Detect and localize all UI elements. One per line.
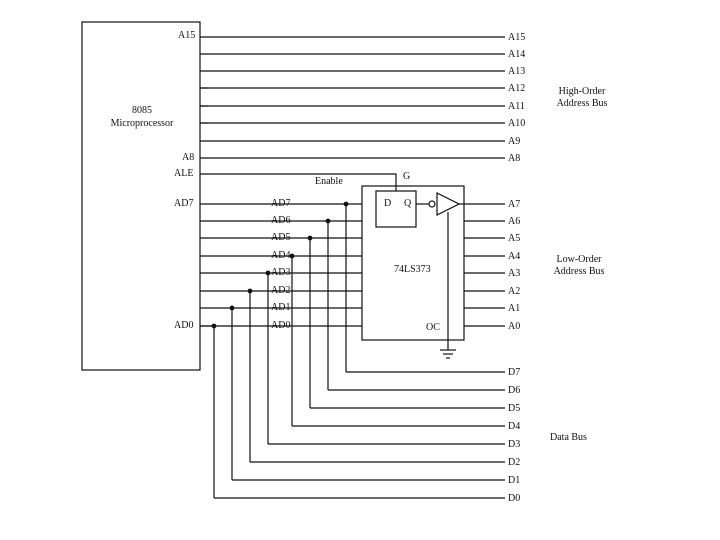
- low-address-label: A6: [508, 216, 521, 227]
- junction-dot: [343, 201, 349, 207]
- buffer-triangle: [436, 192, 461, 216]
- junction-dot: [229, 305, 235, 311]
- high-address-label: A14: [508, 49, 526, 60]
- high-address-label: A12: [508, 83, 526, 94]
- data-bus-label-item: D3: [508, 439, 521, 450]
- junction-dot: [325, 218, 331, 224]
- low-address-label: A7: [508, 199, 521, 210]
- low-address-label: A3: [508, 268, 521, 279]
- low-order-bus-label: Low-Order Address Bus: [544, 254, 614, 278]
- high-address-label: A8: [508, 153, 521, 164]
- cpu-title-line1: 8085: [132, 105, 152, 116]
- flipflop-box: [375, 190, 417, 228]
- ad-label: AD1: [271, 302, 291, 313]
- latch-block: [361, 185, 465, 341]
- high-address-label: A13: [508, 66, 526, 77]
- high-address-label: A11: [508, 101, 525, 112]
- data-bus-label-item: D4: [508, 421, 521, 432]
- junction-dot: [265, 270, 271, 276]
- ad-label: AD4: [271, 250, 291, 261]
- ad-label: AD3: [271, 267, 291, 278]
- latch-g-pin: G: [403, 171, 411, 182]
- cpu-pin-ad7: AD7: [174, 198, 194, 209]
- low-address-label: A0: [508, 321, 521, 332]
- ad-label: AD0: [271, 320, 291, 331]
- low-address-label: A4: [508, 251, 521, 262]
- enable-label: Enable: [315, 176, 343, 187]
- high-address-label: A15: [508, 32, 526, 43]
- high-order-bus-label: High-Order Address Bus: [548, 86, 616, 110]
- junction-dot: [289, 253, 295, 259]
- buffer-bubble: [428, 200, 436, 208]
- cpu-title-line2: Microprocessor: [110, 118, 174, 129]
- latch-name: 74LS373: [394, 264, 431, 275]
- cpu-pin-ale: ALE: [174, 168, 194, 179]
- high-address-label: A10: [508, 118, 526, 129]
- cpu-pin-a8: A8: [182, 152, 195, 163]
- data-bus-label-item: D7: [508, 367, 521, 378]
- cpu-pin-ad0: AD0: [174, 320, 194, 331]
- low-order-line1: Low-Order: [556, 254, 602, 265]
- flipflop-q-pin: Q: [404, 198, 412, 209]
- cpu-title: 8085 Microprocessor: [102, 104, 182, 130]
- junction-dot: [307, 235, 313, 241]
- ad-label: AD2: [271, 285, 291, 296]
- latch-oc-pin: OC: [426, 322, 440, 333]
- data-bus-label: Data Bus: [550, 432, 587, 443]
- data-bus-label-item: D1: [508, 475, 521, 486]
- low-address-label: A5: [508, 233, 521, 244]
- junction-dot: [211, 323, 217, 329]
- high-order-line2: Address Bus: [556, 98, 608, 109]
- high-order-line1: High-Order: [558, 86, 606, 97]
- ale-enable-wire: [200, 173, 397, 191]
- junction-dot: [247, 288, 253, 294]
- cpu-pin-a15: A15: [178, 30, 196, 41]
- flipflop-d-pin: D: [384, 198, 392, 209]
- high-address-label: A9: [508, 136, 521, 147]
- data-bus-label-item: D5: [508, 403, 521, 414]
- data-bus-label-item: D6: [508, 385, 521, 396]
- data-bus-label-item: D2: [508, 457, 521, 468]
- data-bus-label-item: D0: [508, 493, 521, 504]
- low-address-label: A2: [508, 286, 521, 297]
- ad-label: AD5: [271, 232, 291, 243]
- cpu-block: [81, 21, 201, 371]
- low-address-label: A1: [508, 303, 521, 314]
- low-order-line2: Address Bus: [553, 266, 605, 277]
- ad-label: AD7: [271, 198, 291, 209]
- ad-label: AD6: [271, 215, 291, 226]
